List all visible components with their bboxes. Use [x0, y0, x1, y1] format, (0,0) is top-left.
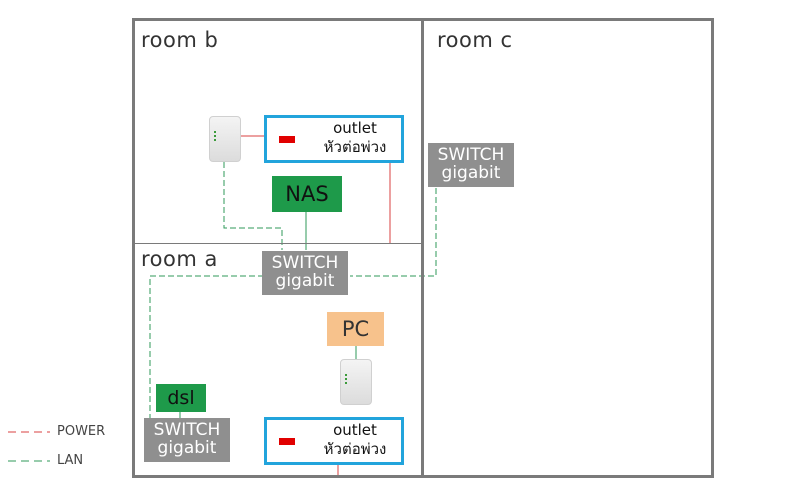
plug-icon [279, 136, 295, 143]
room-a-label: room a [141, 247, 218, 271]
plug-icon [279, 438, 295, 445]
pc-box: PC [327, 312, 384, 346]
legend-lan-label: LAN [57, 453, 84, 468]
power-outlet-room-b: outlet หัวต่อพ่วง [264, 115, 404, 163]
room-b-label: room b [141, 28, 219, 52]
switch-dsl: SWITCH gigabit [144, 418, 230, 462]
outlet-thai-label: หัวต่อพ่วง [323, 138, 387, 156]
switch-label: SWITCH [437, 145, 505, 165]
legend-power-label: POWER [57, 424, 106, 439]
dsl-box: dsl [156, 384, 206, 412]
switch-label: SWITCH [153, 420, 221, 440]
switch-sub-label: gigabit [157, 438, 217, 458]
lan-line-switch-a-dsl-switch [149, 275, 264, 420]
outlet-thai-label: หัวต่อพ่วง [323, 440, 387, 458]
outlet-label: outlet [333, 119, 377, 137]
switch-sub-label: gigabit [441, 163, 501, 183]
switch-sub-label: gigabit [275, 271, 335, 291]
switch-label: SWITCH [271, 253, 339, 273]
lan-line-adapter-b-switch [223, 162, 283, 250]
power-outlet-room-a: outlet หัวต่อพ่วง [264, 417, 404, 465]
room-divider-horizontal [132, 243, 422, 244]
outlet-label: outlet [333, 421, 377, 439]
legend-swatches [8, 431, 50, 462]
switch-room-a: SWITCH gigabit [262, 251, 348, 295]
lan-line-switch-c-switch-a [350, 188, 437, 277]
room-divider-vertical [421, 18, 424, 478]
switch-room-c: SWITCH gigabit [428, 143, 514, 187]
nas-box: NAS [272, 176, 342, 212]
powerline-adapter-room-a [340, 359, 372, 405]
room-c-label: room c [437, 28, 513, 52]
powerline-adapter-room-b [209, 116, 241, 162]
